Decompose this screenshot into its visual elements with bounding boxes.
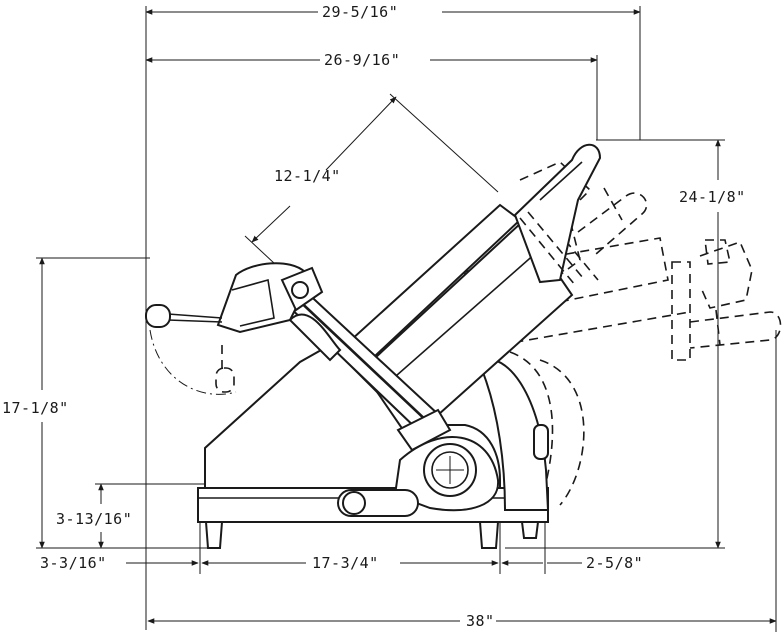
slicer-body: [197, 343, 550, 549]
dim-left-offset: 3-3/16": [40, 554, 107, 572]
dim-foot-spacing: 17-3/4": [312, 554, 379, 572]
dim-right-offset: 2-5/8": [586, 554, 643, 572]
blade-guard-head: [216, 262, 342, 362]
slicer-handle: [145, 304, 223, 328]
dim-overall-height: 17-1/8": [2, 399, 69, 417]
dim-base-height: 3-13/16": [56, 510, 132, 528]
dimension-labels: 29-5/16" 26-9/16" 12-1/4" 24-1/8" 17-1/8…: [2, 3, 746, 630]
carriage-arm: [280, 286, 452, 452]
dim-tilted-height: 24-1/8": [679, 188, 746, 206]
handle-swing-arc: [149, 329, 237, 395]
dim-overall-top-width: 29-5/16": [322, 3, 398, 21]
dim-overall-depth: 38": [466, 612, 495, 630]
product-tray: [338, 143, 602, 442]
dim-carriage-width: 26-9/16": [324, 51, 400, 69]
dim-blade-arm: 12-1/4": [274, 167, 341, 185]
